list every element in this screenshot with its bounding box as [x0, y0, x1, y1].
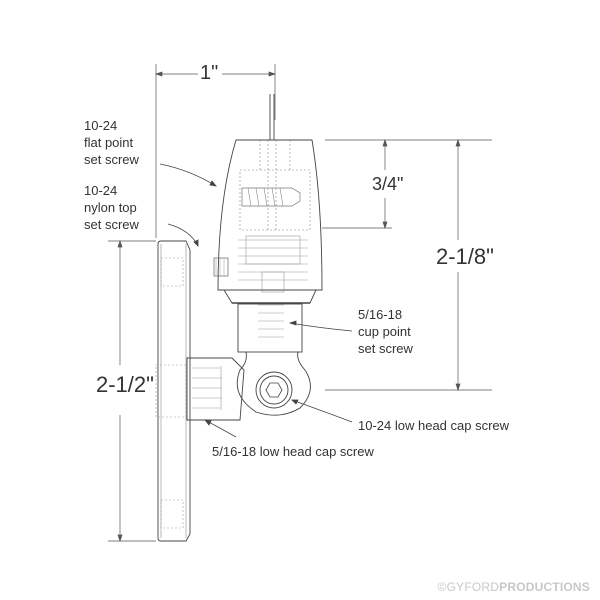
- label-1024-low-head-cap-screw: 10-24 low head cap screw: [358, 418, 510, 433]
- leader-lines: [159, 163, 353, 438]
- label-51618-low-head-cap-screw: 5/16-18 low head cap screw: [212, 444, 374, 459]
- sleeve-body: [213, 139, 323, 304]
- label-flat-point-set-screw: 10-24 flat point set screw: [84, 118, 139, 167]
- label-nylon-top-set-screw: 10-24 nylon top set screw: [84, 183, 139, 232]
- swivel-knuckle: [236, 351, 311, 416]
- watermark-suffix: PRODUCTIONS: [499, 580, 590, 594]
- watermark-prefix: ©GYFORD: [437, 580, 500, 594]
- label-cup-point-set-screw: 5/16-18 cup point set screw: [358, 307, 413, 356]
- wall-plate: [155, 240, 191, 542]
- coupler: [237, 303, 303, 353]
- cable-rod: [269, 94, 275, 140]
- dimension-overall-label: 2-1/8": [436, 244, 494, 269]
- arm: [186, 357, 245, 421]
- dimension-right: [322, 138, 492, 392]
- dimension-width-label: 1": [200, 62, 219, 84]
- dimension-width: [154, 64, 277, 238]
- dimension-plate: [108, 239, 156, 543]
- dimension-sleeve-label: 3/4": [372, 174, 404, 194]
- dimension-plate-label: 2-1/2": [96, 372, 154, 397]
- watermark: ©GYFORDPRODUCTIONS: [438, 580, 590, 594]
